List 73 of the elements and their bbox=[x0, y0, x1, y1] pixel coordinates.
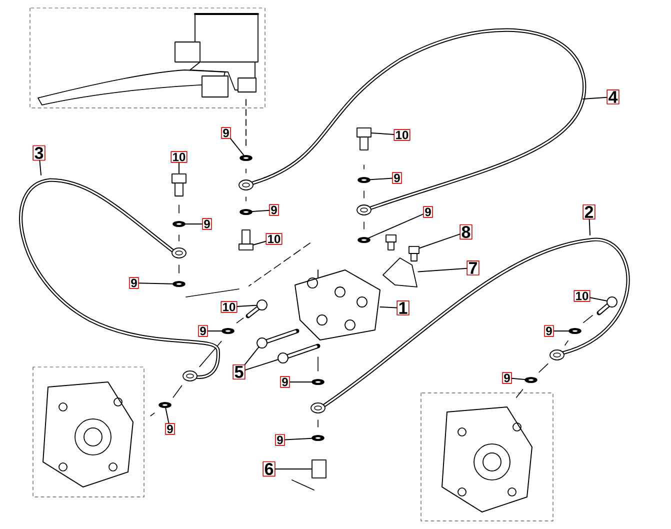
leader-line bbox=[370, 132, 394, 135]
washer bbox=[240, 208, 252, 215]
leader-line bbox=[207, 330, 222, 332]
callout-number: 8 bbox=[460, 224, 472, 240]
valve-block-drawing bbox=[294, 269, 380, 340]
washer bbox=[358, 176, 370, 183]
callout-number: 9 bbox=[221, 127, 231, 139]
leader-line bbox=[274, 468, 312, 470]
washer bbox=[568, 328, 582, 334]
leader-line bbox=[178, 162, 180, 174]
bolt bbox=[356, 128, 372, 150]
callout-number: 9 bbox=[544, 325, 554, 337]
callout-number: 5 bbox=[232, 364, 246, 380]
leader-line bbox=[590, 297, 608, 302]
callout-number: 9 bbox=[275, 434, 285, 446]
callout-number: 9 bbox=[392, 172, 402, 184]
leader-line bbox=[588, 219, 590, 236]
washer bbox=[172, 281, 186, 287]
washer bbox=[312, 378, 324, 385]
washer bbox=[312, 434, 324, 441]
leader-line bbox=[380, 306, 398, 308]
leader-line bbox=[289, 381, 312, 382]
leader-line bbox=[252, 210, 270, 212]
bolt bbox=[408, 246, 420, 262]
bolt bbox=[238, 230, 254, 250]
callout-number: 9 bbox=[129, 277, 139, 289]
bolt bbox=[278, 344, 320, 364]
callout-number: 7 bbox=[466, 260, 480, 276]
bolt bbox=[596, 296, 618, 316]
washer bbox=[158, 402, 172, 408]
washer bbox=[222, 328, 234, 334]
leader-line bbox=[230, 138, 244, 156]
leader-line bbox=[511, 378, 526, 380]
callout-number: 4 bbox=[606, 90, 620, 104]
callout-number: 9 bbox=[198, 325, 208, 337]
leader-line bbox=[284, 438, 312, 440]
callout-number: 2 bbox=[582, 204, 596, 220]
leader-line bbox=[370, 178, 393, 180]
callout-number: 3 bbox=[32, 145, 46, 161]
callout-number: 9 bbox=[165, 423, 175, 435]
bolt bbox=[246, 300, 268, 318]
leader-line bbox=[236, 304, 258, 307]
callout-number: 9 bbox=[280, 376, 290, 388]
leader-line bbox=[244, 346, 260, 365]
leader-line bbox=[244, 359, 278, 370]
leader-line bbox=[418, 234, 460, 249]
callout-number: 10 bbox=[394, 129, 410, 141]
leader-line bbox=[553, 330, 570, 332]
callout-number: 10 bbox=[266, 233, 282, 245]
washer bbox=[358, 236, 370, 243]
washer bbox=[172, 220, 186, 227]
leader-line bbox=[39, 160, 42, 176]
washer bbox=[524, 376, 538, 383]
callout-number: 10 bbox=[170, 151, 188, 163]
callout-number: 6 bbox=[262, 461, 276, 477]
fitting-drawing bbox=[292, 460, 326, 490]
callout-number: 9 bbox=[423, 206, 433, 218]
callout-number: 9 bbox=[502, 372, 512, 384]
leader-line bbox=[418, 268, 468, 272]
callout-number: 10 bbox=[574, 290, 590, 302]
bolt bbox=[256, 328, 300, 348]
bolt bbox=[172, 174, 186, 196]
leader-line bbox=[138, 282, 174, 284]
callout-number: 1 bbox=[396, 300, 410, 316]
leader-line bbox=[582, 96, 608, 100]
leader-line bbox=[252, 240, 266, 246]
callout-number: 9 bbox=[269, 204, 279, 216]
callout-number: 9 bbox=[202, 218, 212, 230]
leader-line bbox=[165, 407, 170, 424]
leader-line bbox=[368, 214, 424, 238]
bracket-drawing bbox=[382, 258, 418, 288]
washer bbox=[240, 154, 252, 161]
callout-number: 10 bbox=[220, 301, 238, 313]
